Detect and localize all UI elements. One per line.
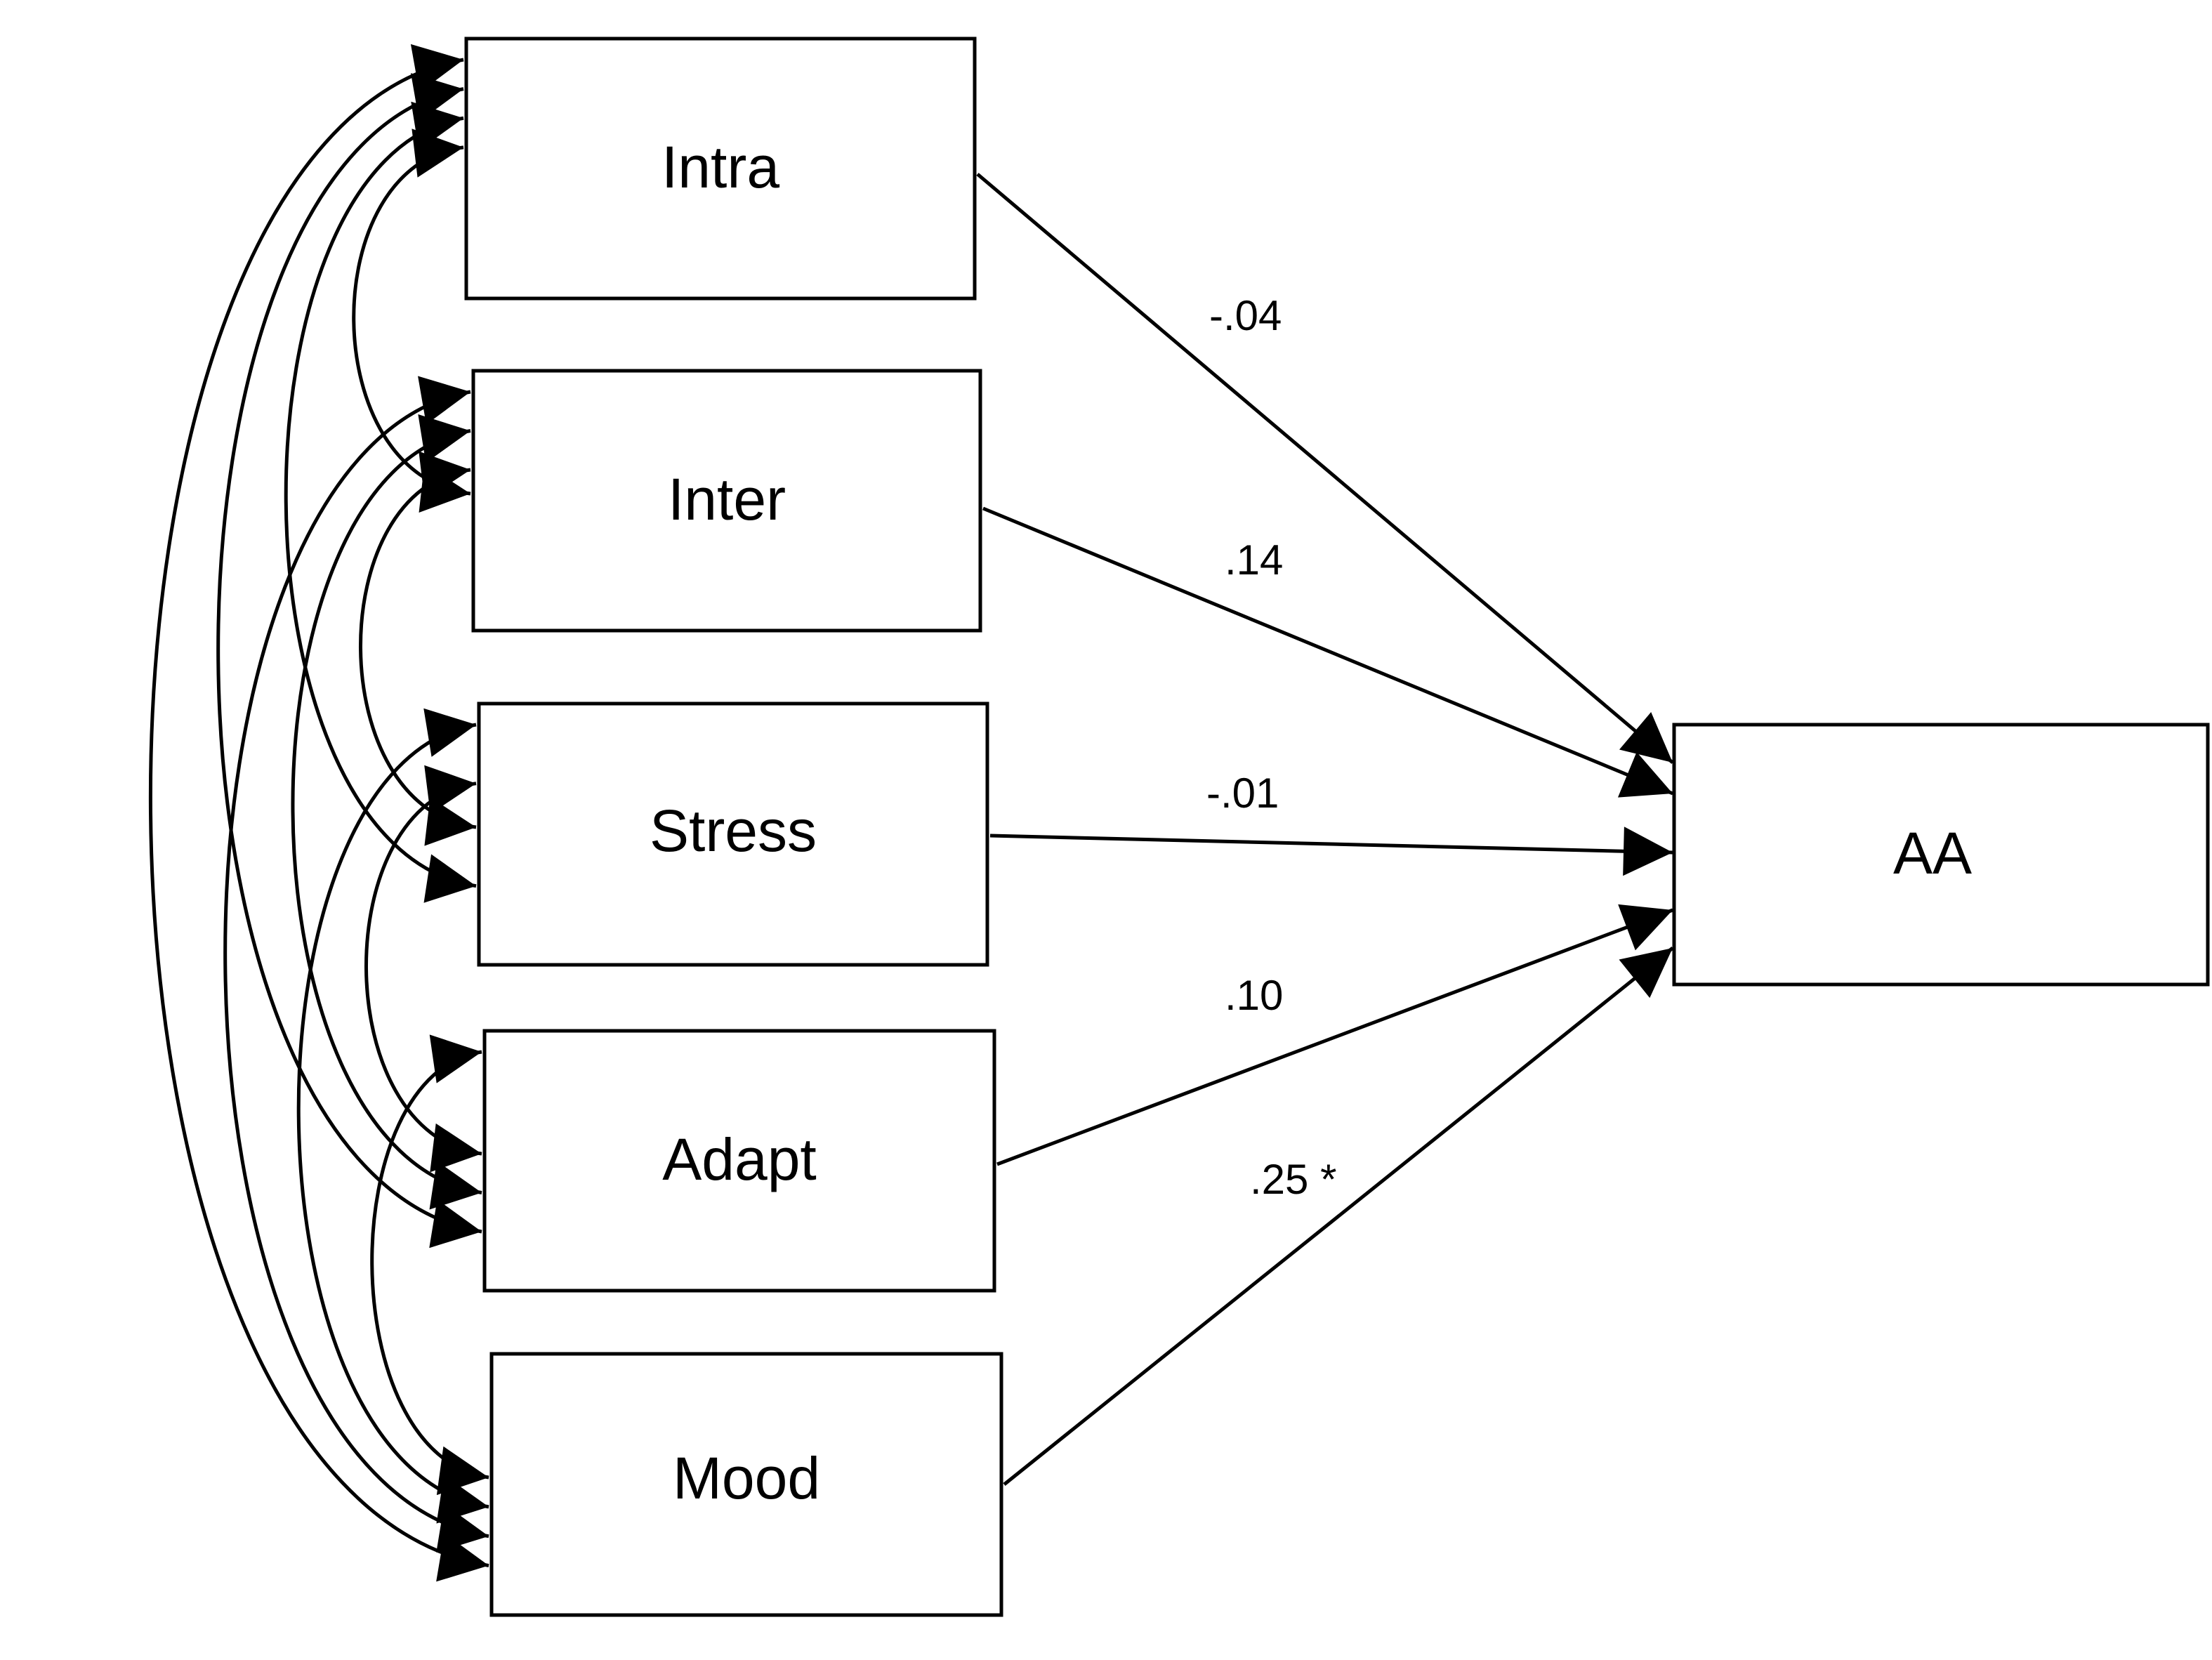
node-stress: Stress [477, 701, 989, 967]
node-intra-label: Intra [661, 134, 779, 200]
node-inter: Inter [471, 369, 982, 633]
path-arrow-inter-aa [982, 506, 1673, 798]
covariance-curves [148, 44, 489, 1582]
regression-paths [976, 173, 1674, 1486]
covariance-intra-stress [284, 102, 477, 903]
covariance-inter-mood [223, 376, 489, 1553]
path-arrow-mood-aa [1003, 947, 1674, 1486]
node-mood: Mood [489, 1352, 1003, 1617]
coef-adapt-aa: .10 [1225, 972, 1283, 1019]
covariance-intra-adapt [216, 73, 482, 1248]
coef-inter-aa: .14 [1225, 536, 1283, 584]
coef-mood-aa: .25 * [1250, 1156, 1336, 1203]
covariance-inter-adapt [291, 414, 482, 1210]
path-arrow-adapt-aa [996, 904, 1673, 1166]
path-arrow-stress-aa [989, 826, 1673, 876]
node-inter-label: Inter [668, 466, 786, 532]
covariance-stress-adapt [364, 765, 482, 1173]
covariance-intra-inter [352, 129, 471, 513]
node-adapt-label: Adapt [662, 1126, 817, 1192]
node-aa: AA [1672, 723, 2210, 987]
path-arrow-intra-aa [976, 173, 1674, 764]
covariance-adapt-mood [370, 1034, 489, 1495]
node-aa-label: AA [1893, 820, 1972, 886]
covariance-inter-stress [359, 451, 477, 846]
covariance-intra-mood [148, 44, 489, 1582]
node-adapt: Adapt [482, 1029, 996, 1293]
covariance-stress-mood [296, 708, 489, 1524]
node-mood-label: Mood [673, 1445, 820, 1511]
coef-intra-aa: -.04 [1209, 292, 1282, 339]
node-intra: Intra [464, 37, 977, 301]
coef-stress-aa: -.01 [1206, 770, 1279, 817]
node-stress-label: Stress [650, 798, 817, 864]
